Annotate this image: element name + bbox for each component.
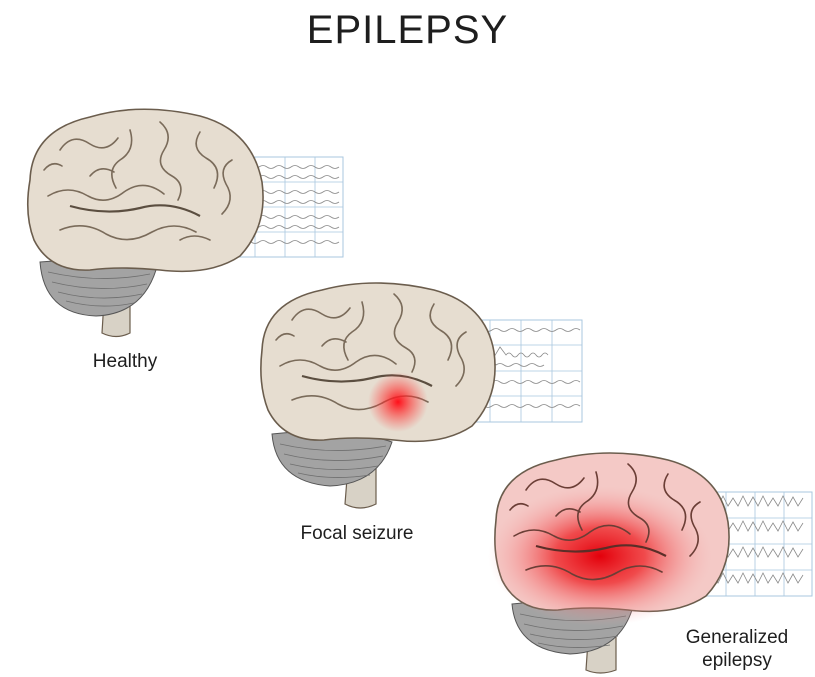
label-generalized-line2: epilepsy bbox=[672, 649, 802, 672]
generalized-seizure-area bbox=[488, 486, 712, 626]
brain-focal bbox=[261, 283, 495, 508]
label-generalized-epilepsy: Generalized epilepsy bbox=[672, 626, 802, 672]
label-healthy: Healthy bbox=[70, 350, 180, 373]
brain-healthy bbox=[28, 109, 263, 336]
label-focal-seizure: Focal seizure bbox=[282, 522, 432, 545]
focal-seizure-spot bbox=[368, 372, 428, 432]
label-generalized-line1: Generalized bbox=[672, 626, 802, 649]
